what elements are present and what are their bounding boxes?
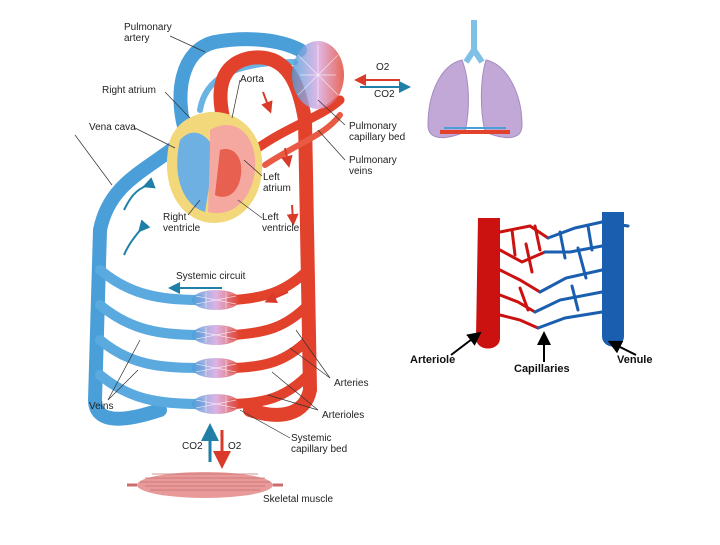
systemic-capillary-beds: [192, 290, 240, 414]
descending-flow-arrow-1: [280, 147, 293, 168]
label-pulmonary-capillary-bed-2: capillary bed: [349, 132, 406, 143]
arterial-system: [213, 50, 345, 422]
label-right-ventricle-1: Right: [163, 212, 187, 223]
label-right-ventricle-2: ventricle: [163, 223, 201, 234]
label-muscle-o2: O2: [228, 441, 242, 452]
flow-arrows: [123, 74, 411, 469]
label-systemic-circuit: Systemic circuit: [176, 271, 246, 282]
label-pulmonary-veins-2: veins: [349, 166, 373, 177]
artery-branch-2: [227, 300, 313, 340]
label-pulmonary-veins-1: Pulmonary: [349, 155, 397, 166]
pulmonary-capillary-bed: [292, 41, 344, 109]
venule-vessel: [602, 212, 624, 347]
pulmonary-artery-vessel: [173, 32, 307, 137]
right-heart: [177, 132, 215, 212]
label-vena-cava: Vena cava: [89, 122, 136, 133]
label-skeletal-muscle: Skeletal muscle: [263, 494, 334, 505]
venous-system: [87, 32, 307, 426]
trachea: [463, 20, 485, 64]
label-pulmonary-artery-2: artery: [124, 33, 150, 44]
left-heart-inner: [215, 149, 242, 197]
label-left-atrium-1: Left: [263, 172, 280, 183]
right-lung: [480, 59, 523, 139]
label-aorta: Aorta: [240, 74, 264, 85]
label-muscle-co2: CO2: [182, 441, 203, 452]
skeletal-muscle-graphic: [127, 472, 283, 498]
label-left-ventricle-1: Left: [262, 212, 279, 223]
label-arteries: Arteries: [334, 378, 369, 389]
vein-branch-3: [95, 335, 205, 373]
aorta-flow-arrow: [261, 91, 273, 114]
vein-branch-4: [95, 370, 205, 409]
vein-branch-1: [95, 265, 205, 305]
pulmonary-vein-vessel-2: [262, 112, 343, 168]
label-systemic-capillary-bed-1: Systemic: [291, 433, 332, 444]
heart: [166, 111, 263, 223]
capillary-network: [498, 220, 630, 330]
label-right-atrium: Right atrium: [102, 85, 156, 96]
label-lung-co2: CO2: [374, 89, 395, 100]
vein-branch-2: [95, 300, 205, 340]
label-systemic-capillary-bed-2: capillary bed: [291, 444, 348, 455]
label-arteriole: Arteriole: [410, 354, 456, 366]
label-arterioles: Arterioles: [322, 410, 365, 421]
label-lung-o2: O2: [376, 62, 390, 73]
systemic-right-arrow: [264, 291, 289, 304]
artery-branch-3: [227, 335, 313, 373]
lungs: [427, 20, 523, 139]
label-veins: Veins: [89, 401, 114, 412]
left-lung: [427, 59, 469, 139]
vena-cava-vessel: [87, 128, 197, 426]
pulmonary-vein-vessel: [250, 95, 345, 155]
label-left-ventricle-2: ventricle: [262, 223, 300, 234]
leader-lines: [74, 35, 346, 439]
artery-branch-4: [227, 370, 313, 409]
arteriole-vessel: [476, 218, 500, 349]
label-venule: Venule: [617, 354, 653, 366]
label-pulmonary-artery-1: Pulmonary: [124, 22, 172, 33]
label-left-atrium-2: atrium: [263, 183, 291, 194]
return-flow-arrow-1: [123, 177, 156, 211]
aorta-vessel: [213, 50, 318, 422]
descending-flow-arrow-2: [286, 204, 299, 226]
label-pulmonary-capillary-bed-1: Pulmonary: [349, 121, 397, 132]
label-capillaries: Capillaries: [514, 363, 570, 375]
capillary-inset: [450, 212, 637, 362]
return-flow-arrow-2: [123, 219, 151, 256]
